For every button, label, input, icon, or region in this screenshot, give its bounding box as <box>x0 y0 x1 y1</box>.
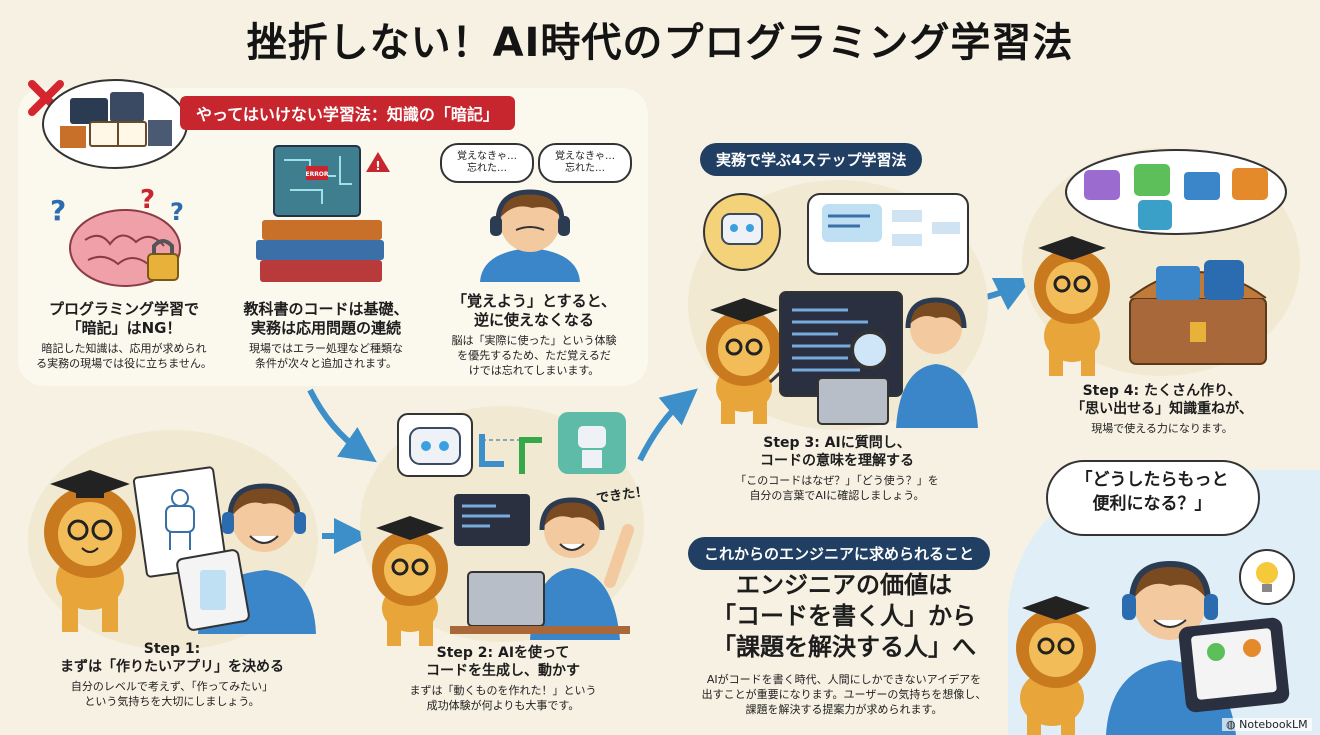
boy-tablet-lion-illustration <box>1016 560 1290 735</box>
ng-item: プログラミング学習で 「暗記」はNG！ 暗記した知識は、応用が求められ る実務の… <box>36 300 212 370</box>
quote-bubble <box>1046 460 1260 536</box>
steps-banner: 実務で学ぶ4ステップ学習法 <box>700 143 923 176</box>
svg-text:?: ? <box>140 185 155 215</box>
sketch-pad-icon <box>132 466 228 578</box>
thought-bubble: 覚えなきゃ…忘れた… <box>538 143 632 183</box>
svg-text:?: ? <box>50 194 66 227</box>
lightbulb-icon <box>1239 549 1295 605</box>
ng-item: 教科書のコードは基礎、 実務は応用問題の連続 現場ではエラー処理など種類な 条件… <box>243 300 409 370</box>
lion-mascot <box>44 470 136 632</box>
boy-laptop-illustration <box>450 494 634 640</box>
svg-text:?: ? <box>170 198 184 226</box>
step-caption: Step 4: たくさん作り、 「思い出せる」知識重ねが、 現場で使える力になり… <box>1071 383 1253 435</box>
step-caption: Step 3: AIに質問し、 コードの意味を理解する 「このコードはなぜ？」「… <box>735 435 939 502</box>
worried-boy-illustration <box>480 189 580 282</box>
lion-mascot <box>706 298 796 424</box>
books-thought-icon <box>42 79 188 169</box>
ng-banner: やってはいけない学習法：知識の「暗記」 <box>180 96 515 130</box>
future-headline: エンジニアの価値は 「コードを書く人」から 「課題を解決する人」へ <box>712 571 976 661</box>
brain-lock-icon: ? ? ? <box>50 185 184 287</box>
svg-text:!: ! <box>375 159 380 173</box>
watermark: ◍ NotebookLM <box>1222 718 1312 731</box>
notebook-icon: ◍ <box>1226 718 1236 731</box>
page-title: 挫折しない！AI時代のプログラミング学習法 <box>246 20 1074 66</box>
books-circuit-icon: ERROR ! <box>256 145 390 282</box>
future-banner: これからのエンジニアに求められること <box>688 537 991 570</box>
thought-bubble: 覚えなきゃ…忘れた… <box>440 143 534 183</box>
app-icons-thought <box>1065 149 1287 235</box>
ng-item: 「覚えよう」とすると、 逆に使えなくなる 脳は「実際に使った」という体験 を優先… <box>451 292 617 377</box>
future-body: AIがコードを書く時代、人間にしかできないアイデアを 出すことが重要になります。… <box>701 673 987 716</box>
error-label: ERROR <box>305 171 328 178</box>
ai-robot-flow-icon <box>397 412 626 477</box>
step-caption: Step 2: AIを使って コードを生成し、動かす まずは「動くものを作れた！… <box>409 645 597 712</box>
treasure-chest-illustration <box>1034 236 1267 376</box>
step-caption: Step 1: まずは「作りたいアプリ」を決める 自分のレベルで考えず、「作って… <box>60 641 284 708</box>
boy-tablet-illustration <box>176 483 316 634</box>
code-screen-boy-illustration <box>779 291 978 428</box>
quote-text: 「どうしたらもっと 便利になる？」 <box>1075 470 1229 514</box>
lion-mascot <box>372 516 448 646</box>
ai-chat-icon <box>703 193 969 275</box>
